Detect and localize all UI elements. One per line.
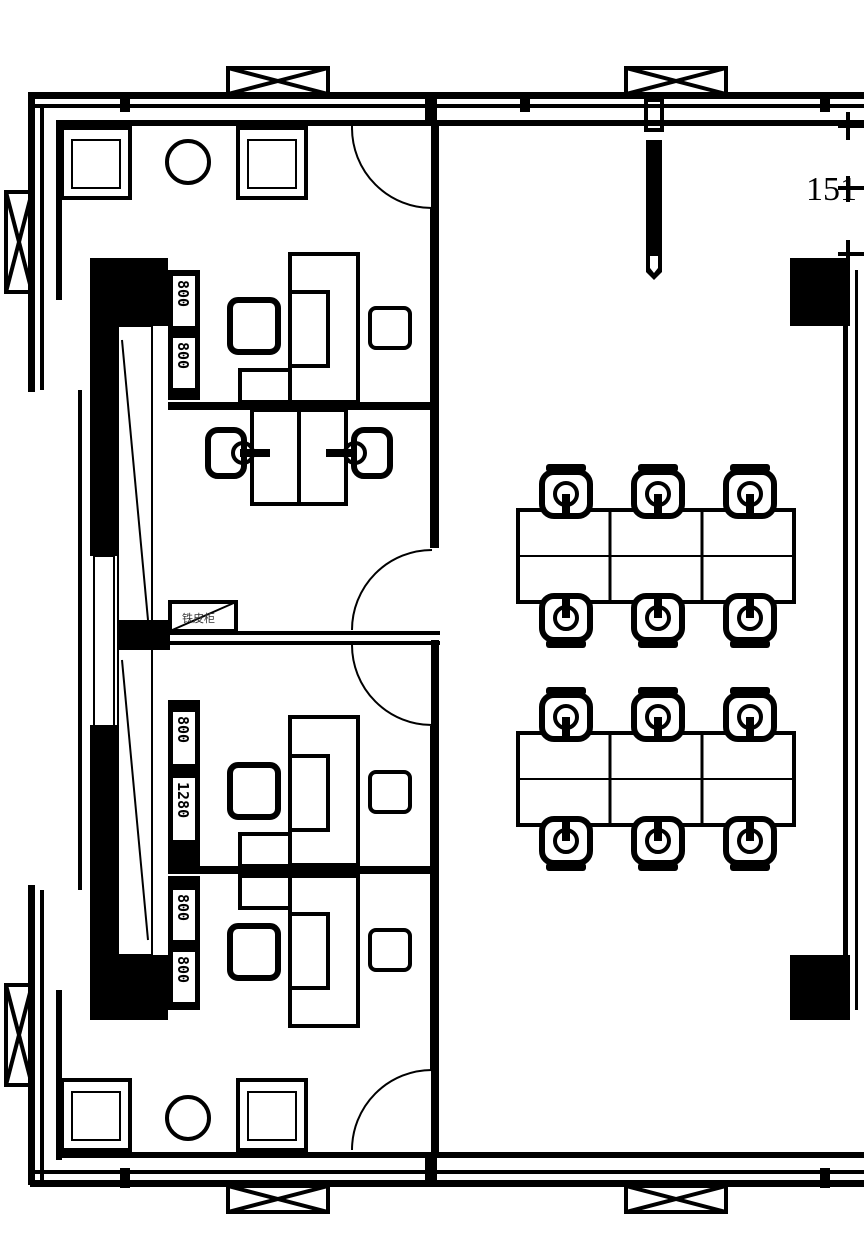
window-left-lower [4,983,34,1087]
chair-icon [539,816,593,871]
chair-icon [723,593,777,648]
window-top-left [226,66,330,96]
office-desk-bottom [168,874,412,1028]
chair-icon [631,816,685,871]
chair-icon [326,427,393,479]
office-desk-middle [168,700,412,868]
chair-icon [723,816,777,871]
lounge-top [60,126,308,200]
dimension-labels: 800 800 800 1280 800 800 [173,276,195,1002]
cabinet: 铁皮柜 [168,600,238,633]
dimension-label: 800 [174,342,192,369]
window-bottom-left [226,1184,330,1214]
office-desk-top [168,252,412,404]
windows [4,66,728,1214]
grid-marker [838,112,864,266]
chair-icon [539,593,593,648]
lounge-bottom [60,1078,308,1152]
window-top-right [624,66,728,96]
chair-icon [723,464,777,519]
small-meeting-room: 铁皮柜 [168,408,393,633]
chair-icon [539,464,593,519]
dimension-label: 800 [174,956,192,983]
partitions [168,126,440,1152]
doors [351,126,433,1151]
chair-icon [631,464,685,519]
dimension-label: 1280 [174,782,192,818]
door-office-bottom [351,1069,433,1151]
dimension-label: 800 [174,716,192,743]
workstation-cluster [516,508,796,604]
cabinet-label: 铁皮柜 [182,612,215,625]
chair-icon [539,687,593,742]
workstation-clusters [516,464,796,871]
columns [90,258,850,1020]
chair-icon [631,687,685,742]
chair-icon [205,427,270,479]
workstation-cluster [516,731,796,827]
dimension-label: 800 [174,280,192,307]
chair-icon [723,687,777,742]
door-office-middle [351,644,433,726]
door-meeting-room [351,549,433,631]
door-office-top [351,126,433,209]
chair-icon [631,593,685,648]
window-left-upper [4,190,34,294]
window-bottom-right [624,1184,728,1214]
wall-fixture [644,98,664,280]
dimension-label: 800 [174,894,192,921]
